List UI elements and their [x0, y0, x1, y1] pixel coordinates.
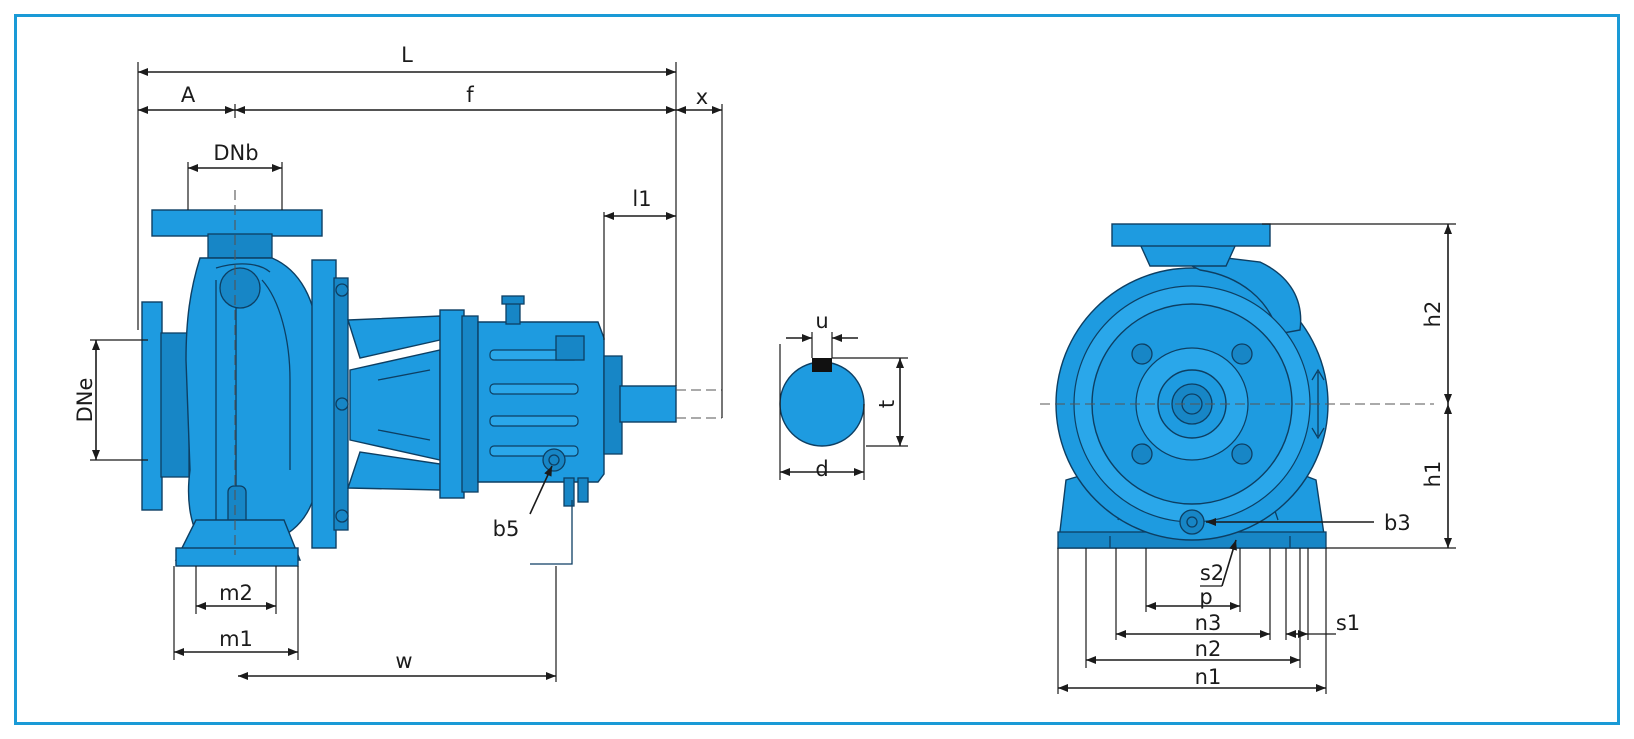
label-u: u [815, 309, 828, 333]
label-f: f [466, 83, 474, 107]
shaft-cross-section [779, 332, 908, 480]
suction-flange [141, 301, 163, 511]
front-discharge-flange [1111, 223, 1271, 247]
bearing-housing [477, 321, 605, 483]
label-l1: l1 [632, 187, 651, 211]
label-n3: n3 [1195, 611, 1222, 635]
label-h2: h2 [1421, 301, 1445, 328]
label-b3: b3 [1384, 511, 1411, 535]
label-s1: s1 [1336, 611, 1360, 635]
label-h1: h1 [1421, 461, 1445, 488]
label-s2: s2 [1200, 561, 1224, 585]
side-view-pump [141, 209, 677, 567]
label-m1: m1 [219, 627, 253, 651]
side-view-dimensions [90, 62, 723, 682]
label-n2: n2 [1195, 637, 1222, 661]
casing-cover [311, 259, 337, 549]
label-x: x [696, 85, 708, 109]
discharge-flange [151, 209, 323, 237]
label-m2: m2 [219, 581, 253, 605]
label-d: d [815, 457, 828, 481]
bearing-bracket [349, 349, 441, 461]
label-w: w [395, 649, 412, 673]
label-b5: b5 [493, 517, 520, 541]
label-DNb: DNb [213, 141, 258, 165]
label-A: A [181, 83, 196, 107]
label-n1: n1 [1195, 665, 1222, 689]
label-p: p [1199, 585, 1212, 609]
front-view-pump [1055, 223, 1329, 549]
label-L: L [401, 43, 413, 67]
key [812, 358, 832, 372]
shaft-end [619, 385, 677, 423]
front-view-dimensions [1057, 223, 1456, 694]
label-t: t [875, 400, 899, 408]
label-DNe: DNe [73, 378, 97, 423]
